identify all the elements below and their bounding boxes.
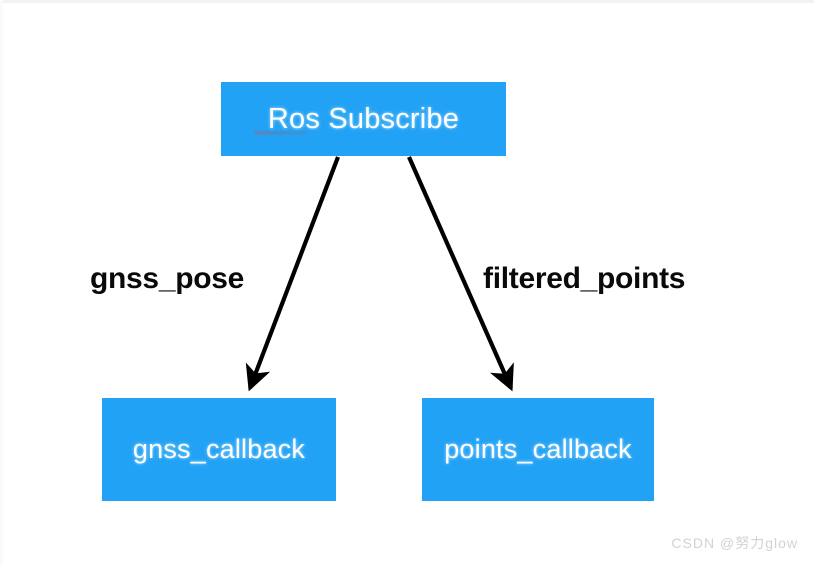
node-ros-subscribe-label: Ros Subscribe — [267, 102, 460, 135]
arrow-root-to-gnss-callback — [245, 156, 340, 392]
edge-label-gnss-pose: gnss_pose — [90, 262, 245, 295]
csdn-watermark: CSDN @努力glow — [671, 535, 798, 551]
node-points-callback[interactable]: points_callback — [422, 398, 654, 501]
node-points-callback-label: points_callback — [444, 433, 632, 464]
node-gnss-callback[interactable]: gnss_callback — [102, 398, 336, 501]
node-gnss-callback-label: gnss_callback — [132, 433, 306, 464]
node-ros-subscribe[interactable]: Ros Subscribe — [221, 82, 506, 156]
canvas-top-edge — [0, 0, 814, 3]
edge-label-filtered-points: filtered_points — [483, 262, 686, 295]
canvas-left-edge — [0, 0, 3, 565]
